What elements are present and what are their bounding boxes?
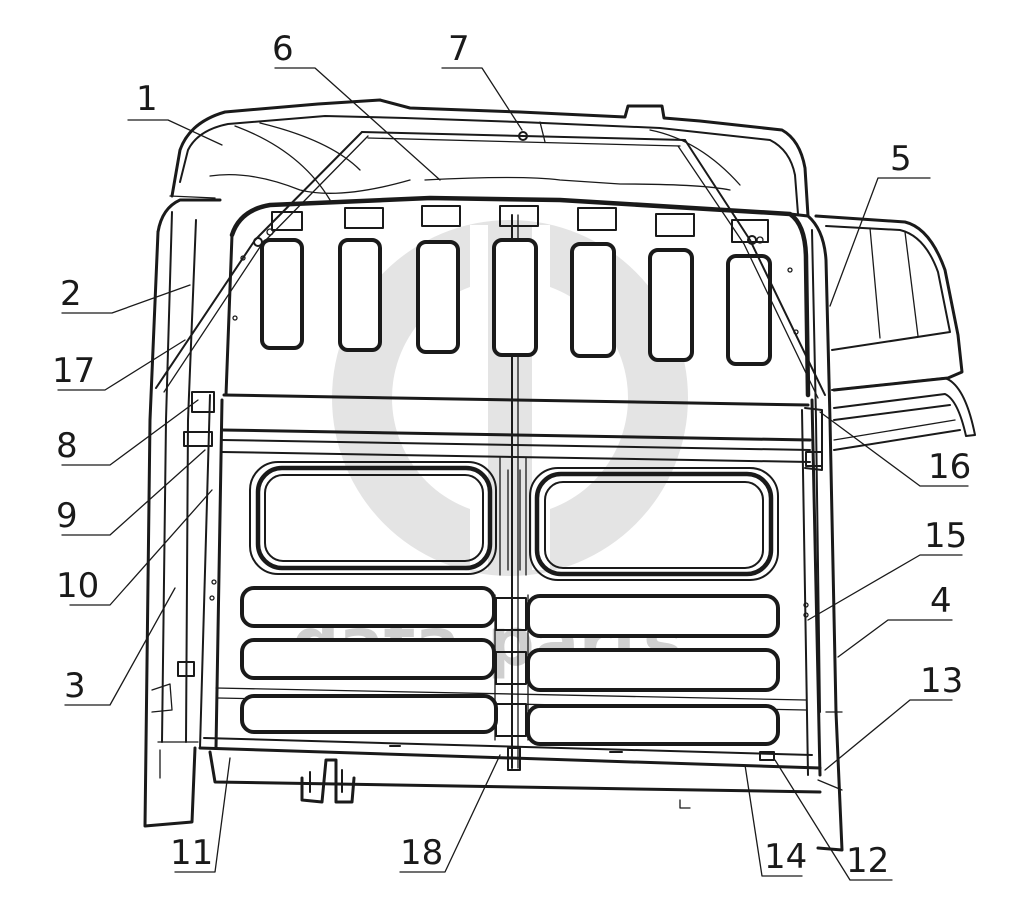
right-pillar	[788, 212, 844, 852]
callout-12: 12	[846, 841, 889, 881]
diagonal-supports	[155, 131, 826, 399]
callout-5: 5	[890, 139, 912, 179]
rear-wall-panel	[198, 195, 822, 794]
callout-2: 2	[60, 274, 82, 314]
upper-vent-slots	[260, 238, 772, 366]
callout-18: 18	[400, 833, 443, 873]
leader-lines	[57, 67, 969, 881]
callout-14: 14	[764, 837, 807, 877]
callout-1: 1	[136, 79, 158, 119]
callout-16: 16	[928, 447, 971, 487]
callout-labels: 1 2 3 4 5 6 7 8 9 10 11 12 13 14 15 16 1…	[52, 29, 971, 881]
callout-15: 15	[924, 516, 967, 556]
callout-13: 13	[920, 661, 963, 701]
left-brackets	[177, 391, 823, 677]
callout-9: 9	[56, 496, 78, 536]
rear-windows	[249, 461, 779, 581]
callout-8: 8	[56, 426, 78, 466]
lower-horizontal-slots	[240, 586, 780, 746]
callout-6: 6	[272, 29, 294, 69]
callout-4: 4	[930, 581, 952, 621]
side-sleeper-extension	[814, 214, 976, 451]
roof-deflector	[169, 98, 810, 218]
callout-17: 17	[52, 351, 95, 391]
top-clips	[271, 205, 769, 243]
callout-7: 7	[448, 29, 470, 69]
callout-10: 10	[56, 566, 99, 606]
callout-3: 3	[64, 666, 86, 706]
bottom-brackets	[300, 745, 775, 809]
callout-11: 11	[170, 833, 213, 873]
left-pillar	[143, 198, 222, 828]
